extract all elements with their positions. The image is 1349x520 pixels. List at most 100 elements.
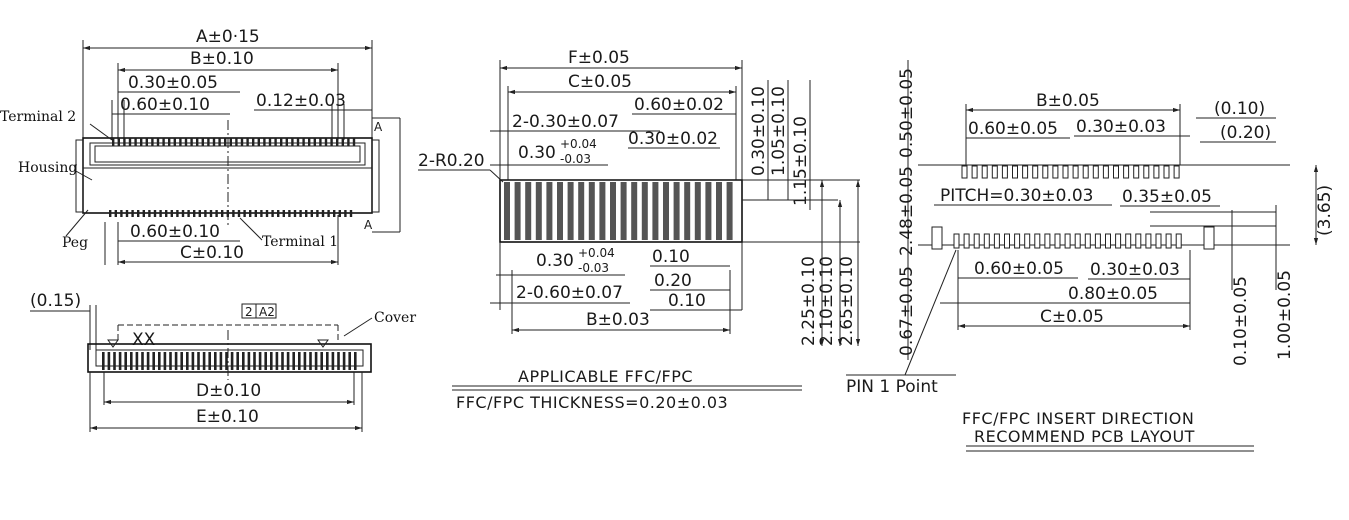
bottom-terminal-row [109, 210, 353, 217]
dim-offset-label: 0.12±0.03 [256, 91, 346, 111]
bottom-terminal [114, 210, 117, 217]
top-terminal [179, 138, 182, 146]
dim-v2: 1.05±0.10 [769, 86, 789, 176]
pcb-pad-bottom [1155, 233, 1162, 249]
pcb-pad-bottom [1125, 233, 1132, 249]
front-terminal [219, 352, 223, 370]
front-terminal [286, 352, 290, 370]
front-terminal [146, 352, 150, 370]
bottom-terminal [265, 210, 269, 217]
bottom-terminal [221, 210, 224, 217]
pcb-pad-top [1173, 165, 1180, 179]
ffc-conductor [684, 182, 691, 240]
top-terminal [352, 138, 356, 146]
dim-v3: 1.15±0.10 [791, 116, 811, 206]
top-terminal [196, 138, 199, 146]
callout-terminal-1: Terminal 1 [262, 234, 338, 250]
front-terminal [348, 352, 351, 370]
pcb-dim-010: (0.10) [1214, 99, 1265, 119]
front-terminal [174, 352, 178, 370]
dim-h1: 2.25±0.10 [799, 256, 819, 346]
pcb-pad-top [1143, 165, 1150, 179]
ffc-conductor [599, 182, 606, 240]
ffc-conductor [652, 182, 659, 240]
top-terminal [190, 138, 193, 146]
pcb-pad-top [961, 165, 968, 179]
front-terminal-row [102, 352, 357, 370]
pcb-pad-bottom [1094, 233, 1101, 249]
top-terminal [291, 138, 294, 146]
bottom-terminal [170, 210, 173, 217]
bottom-terminal [316, 210, 319, 217]
top-terminal [319, 138, 322, 146]
bottom-terminal [327, 210, 330, 217]
pcb-dim-pin-b: 0.60±0.05 [974, 259, 1064, 279]
pcb-pad-bottom [1014, 233, 1021, 249]
pcb-pad-top [981, 165, 988, 179]
bottom-terminal [310, 210, 313, 217]
pcb-peg-pad-left [931, 226, 943, 250]
front-terminal [197, 352, 200, 370]
ffc-conductor [535, 182, 542, 240]
top-terminal [184, 138, 188, 146]
connector-front-view: (0.15) 2 A2 XX Cover D±0.10 E±0.10 [30, 291, 416, 432]
bottom-terminal [232, 210, 235, 217]
pcb-pad-top [1052, 165, 1059, 179]
top-terminal [162, 138, 165, 146]
pcb-pad-top [1072, 165, 1079, 179]
top-terminal [296, 138, 300, 146]
pcb-pad-row-top [961, 165, 1180, 179]
bottom-terminal [321, 210, 325, 217]
top-terminal-row [112, 138, 356, 146]
top-terminal [123, 138, 126, 146]
front-terminal [113, 352, 116, 370]
top-terminal [235, 138, 238, 146]
top-terminal [252, 138, 255, 146]
pcb-dim-v100: 1.00±0.05 [1275, 270, 1295, 360]
pcb-dim-pitch: 0.30±0.03 [1076, 117, 1166, 137]
front-terminal [309, 352, 312, 370]
front-terminal [214, 352, 217, 370]
front-terminal [225, 352, 228, 370]
callout-housing: Housing [18, 160, 77, 176]
pcb-pad-top [1163, 165, 1170, 179]
ffc-conductor [620, 182, 627, 240]
front-terminal [230, 352, 234, 370]
front-terminal [186, 352, 189, 370]
dim-tol-base: 0.30 [518, 143, 556, 163]
pcb-pad-top [1092, 165, 1099, 179]
pcb-pad-top [1012, 165, 1018, 179]
pcb-dim-020: (0.20) [1220, 123, 1271, 143]
bottom-terminal [131, 210, 134, 217]
pcb-pad-bottom [993, 233, 1000, 249]
dim-b-label: B±0.03 [586, 310, 650, 330]
bottom-terminal [187, 210, 190, 217]
pcb-dim-v248: 2.48±0.05 [897, 166, 917, 256]
dim-010a: 0.10 [652, 247, 690, 267]
front-terminal [208, 352, 211, 370]
ffc-conductor [546, 182, 553, 240]
pcb-pitch-label: PITCH=0.30±0.03 [940, 186, 1094, 206]
bottom-terminal [288, 210, 291, 217]
dim-b-label: B±0.10 [190, 49, 254, 69]
pcb-pad-bottom [983, 233, 990, 249]
dim-w2: 0.30±0.02 [628, 129, 718, 149]
bottom-terminal [209, 210, 213, 217]
pcb-pad-top [991, 165, 998, 179]
ffc-conductor [631, 182, 638, 240]
bottom-terminal [159, 210, 162, 217]
box-code: A2 [259, 305, 275, 319]
pcb-pad-top [1102, 165, 1109, 179]
bottom-terminal [165, 210, 168, 217]
ffc-caption-1: APPLICABLE FFC/FPC [518, 367, 693, 386]
front-terminal [275, 352, 279, 370]
pcb-dim-c: C±0.05 [1040, 307, 1104, 327]
pcb-pad-top [971, 165, 978, 179]
dim-f-label: F±0.05 [568, 48, 630, 68]
bottom-terminal [260, 210, 263, 217]
ffc-conductors [504, 182, 733, 240]
top-terminal [324, 138, 328, 146]
pcb-pad-bottom [963, 233, 970, 249]
connector-top-view: A±0·15 B±0.10 0.30±0.05 0.60±0.10 0.12±0… [0, 27, 401, 265]
